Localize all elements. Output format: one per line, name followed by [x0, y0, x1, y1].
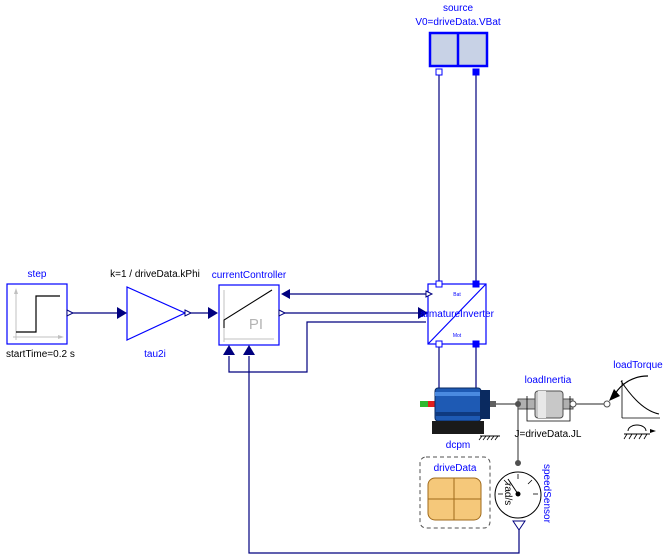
speed-sensor-name: speedSensor — [541, 464, 552, 524]
inverter-bat-pos-pin[interactable] — [472, 280, 480, 288]
controller-lower-port-b[interactable] — [243, 345, 255, 355]
controller-feedback-port[interactable] — [281, 289, 290, 299]
inverter-mot-tag: Mot — [453, 333, 462, 339]
speed-unit: rad/s — [502, 483, 513, 505]
load-inertia-param: J=driveData.JL — [515, 429, 582, 440]
source-param: V0=driveData.VBat — [415, 17, 501, 28]
inertia-flange-a[interactable] — [515, 401, 521, 407]
speed-sensor-block[interactable]: rad/s speedSensor — [494, 460, 552, 531]
inverter-current-port[interactable] — [425, 290, 434, 298]
drive-data-name: driveData — [434, 463, 477, 474]
load-torque-block[interactable]: loadTorque — [603, 360, 663, 440]
source-neg-pin[interactable] — [435, 68, 443, 76]
inertia-flange-b[interactable] — [569, 400, 577, 408]
step-name: step — [28, 269, 47, 280]
motor-block[interactable]: dcpm — [420, 387, 500, 451]
gain-output-port[interactable] — [184, 309, 193, 317]
connection-wires — [72, 73, 605, 554]
inverter-name: armatureInverter — [420, 309, 495, 320]
pi-curve-icon — [223, 289, 273, 328]
step-param: startTime=0.2 s — [6, 349, 75, 360]
load-torque-flange[interactable] — [603, 400, 611, 408]
inverter-bat-tag: Bat — [453, 292, 461, 298]
wire-speed-feedback[interactable] — [248, 356, 520, 554]
controller-block[interactable]: currentController PI — [208, 270, 290, 355]
torque-arrow-icon — [614, 375, 649, 395]
gain-input-port[interactable] — [117, 307, 127, 319]
inverter-block[interactable]: Bat Mot armatureInverter — [418, 280, 495, 348]
step-output-port[interactable] — [66, 309, 75, 317]
gain-name: tau2i — [144, 349, 166, 360]
motor-terminal-green — [420, 401, 428, 407]
motor-base — [432, 421, 484, 434]
controller-icon-text: PI — [249, 316, 263, 333]
controller-output-port[interactable] — [278, 309, 287, 317]
speed-sensor-output-port[interactable] — [512, 520, 526, 531]
controller-box — [218, 284, 280, 346]
source-pos-pin[interactable] — [472, 68, 480, 76]
source-name: source — [443, 3, 473, 14]
controller-input-port[interactable] — [208, 307, 218, 319]
source-block[interactable]: source V0=driveData.VBat — [415, 3, 501, 76]
controller-lower-port-a[interactable] — [223, 345, 235, 355]
inverter-mot-pos-pin[interactable] — [472, 340, 480, 348]
wire-inverter-controller-feedback[interactable] — [228, 321, 426, 373]
gain-block[interactable]: k=1 / driveData.kPhi tau2i — [110, 269, 200, 360]
motor-name: dcpm — [446, 440, 470, 451]
step-block[interactable]: step startTime=0.2 s — [6, 269, 75, 360]
load-inertia-block[interactable]: loadInertia J=driveData.JL — [515, 375, 582, 440]
inverter-input-port[interactable] — [418, 307, 428, 319]
gain-param: k=1 / driveData.kPhi — [110, 269, 200, 280]
speed-sensor-flange[interactable] — [515, 460, 521, 466]
load-torque-name: loadTorque — [613, 360, 663, 371]
inverter-mot-neg-pin[interactable] — [435, 340, 443, 348]
inverter-bat-neg-pin[interactable] — [435, 280, 443, 288]
gain-triangle-icon — [126, 286, 187, 341]
drive-data-frame — [419, 456, 491, 529]
drive-data-block[interactable]: driveData — [419, 456, 491, 529]
load-inertia-name: loadInertia — [525, 375, 572, 386]
motor-terminal-red — [428, 401, 436, 407]
controller-name: currentController — [212, 270, 287, 281]
step-icon — [16, 295, 60, 333]
